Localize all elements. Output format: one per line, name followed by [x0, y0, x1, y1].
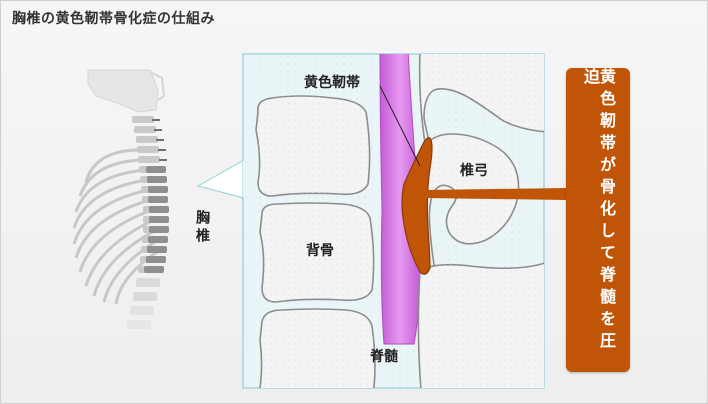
- spine-illustration: [72, 69, 169, 329]
- vertebral-body-lower: [259, 308, 376, 388]
- label-lamina: 椎弓: [460, 163, 488, 179]
- label-spinal-cord: 脊髄: [370, 349, 398, 365]
- lamina-structure: [416, 54, 544, 388]
- zoom-panel: [242, 53, 545, 389]
- ossified-ligament: [401, 137, 433, 275]
- ligament-leader: [379, 85, 421, 167]
- rib-cage: [72, 148, 161, 305]
- label-vertebral-body: 背骨: [306, 243, 334, 259]
- label-thoracic: 胸椎: [194, 210, 210, 246]
- callout-box: 黄色靭帯が骨化して脊髄を圧迫: [566, 68, 630, 372]
- callout-connector: [424, 188, 566, 200]
- vertebral-body-middle: [259, 202, 375, 303]
- figure-title: 胸椎の黄色靭帯骨化症の仕組み: [12, 11, 215, 27]
- skull-shape: [87, 69, 159, 113]
- label-ligament: 黄色靭帯: [304, 75, 360, 91]
- callout-text: 黄色靭帯が骨化して脊髄を圧迫: [581, 68, 616, 354]
- spinous-marks: [152, 119, 167, 161]
- thoracic-highlight: [144, 166, 169, 273]
- zoom-pointer: [196, 159, 245, 199]
- spinal-cord: [379, 54, 421, 345]
- vertebral-body-upper: [255, 95, 371, 197]
